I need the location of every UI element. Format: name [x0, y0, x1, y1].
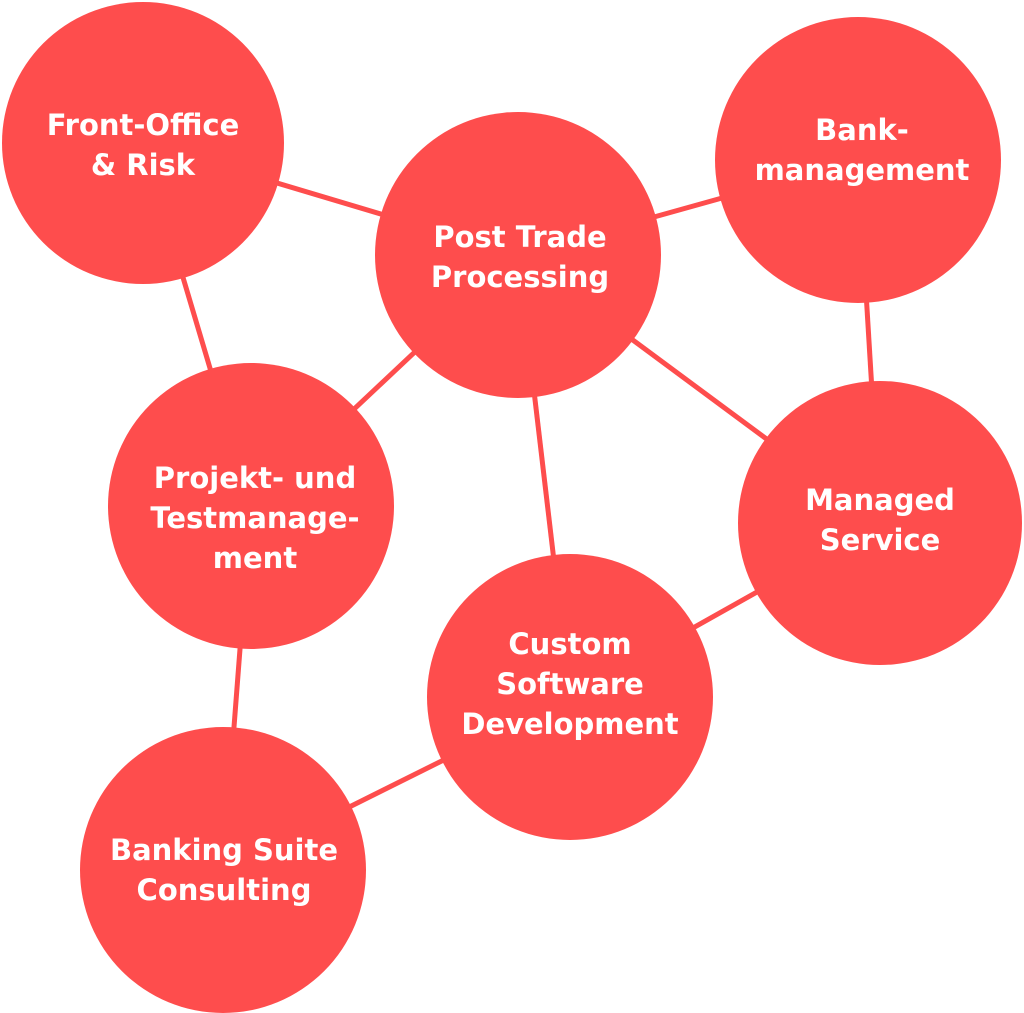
node-label-line: Front-Office: [47, 108, 240, 142]
node-bankmanagement[interactable]: Bank-management: [715, 17, 1001, 303]
node-label-line: Processing: [431, 260, 609, 294]
node-label-line: & Risk: [91, 148, 196, 182]
node-label-line: Software: [496, 667, 644, 701]
node-circle: [108, 363, 394, 649]
node-label-line: Bank-: [815, 113, 909, 147]
node-label-line: Service: [820, 523, 941, 557]
node-front-office[interactable]: Front-Office & Risk: [2, 2, 284, 284]
node-circle: [738, 381, 1022, 665]
node-label-line: Projekt- und: [154, 461, 356, 495]
node-label-line: Managed: [805, 483, 955, 517]
node-label-line: Post Trade: [433, 220, 606, 254]
node-label-line: Development: [461, 707, 678, 741]
node-label-line: Testmanage-: [150, 501, 359, 535]
node-circle: [375, 112, 661, 398]
node-label-line: Banking Suite: [110, 833, 338, 867]
node-circle: [715, 17, 1001, 303]
node-circle: [80, 727, 366, 1013]
node-label-line: management: [755, 153, 970, 187]
node-label-line: Consulting: [137, 873, 312, 907]
node-circle: [427, 554, 713, 840]
node-label-line: Custom: [508, 627, 631, 661]
node-label-line: ment: [213, 541, 298, 575]
node-circle: [2, 2, 284, 284]
